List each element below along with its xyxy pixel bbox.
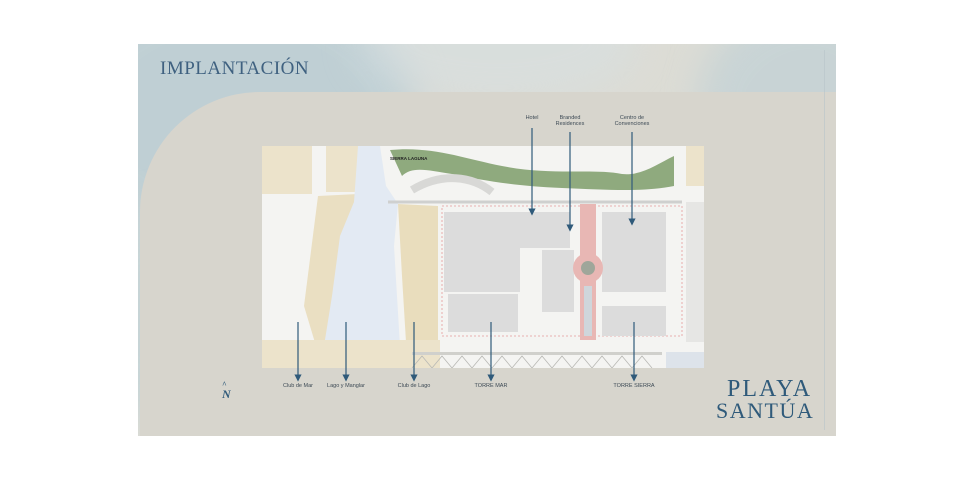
brand-line-1: PLAYA [727,376,813,402]
label-hotel: Hotel [525,115,539,121]
building-block [542,250,574,312]
label-torre-mar: TORRE MAR [474,383,508,389]
north-arrow-icon: ^ [222,380,227,389]
lagoon-water [324,146,400,346]
right-edge-line [824,50,825,430]
north-letter: N [222,387,231,401]
label-torre-sierra: TORRE SIERRA [613,383,655,389]
sand-plot [326,146,358,192]
label-club-lago: Club de Lago [397,383,431,389]
site-plan: SIERRA LAGUNA [262,146,704,368]
sand-plot [262,146,312,194]
building-branded [520,212,570,248]
brand-line-2: SANTÚA [716,398,815,423]
label-club-mar: Club de Mar [283,383,313,389]
north-indicator: ^ N [222,380,231,402]
building-hotel [444,212,520,292]
label-branded: Branded Residences [555,115,585,127]
page-title: IMPLANTACIÓN [160,58,310,79]
sand-plot [398,204,438,342]
building-torre-mar [448,294,518,332]
plan-label: SIERRA LAGUNA [390,156,428,161]
label-centro: Centro de Convenciones [614,115,650,127]
label-lago: Lago y Manglar [327,383,365,389]
vegetation [390,149,674,190]
